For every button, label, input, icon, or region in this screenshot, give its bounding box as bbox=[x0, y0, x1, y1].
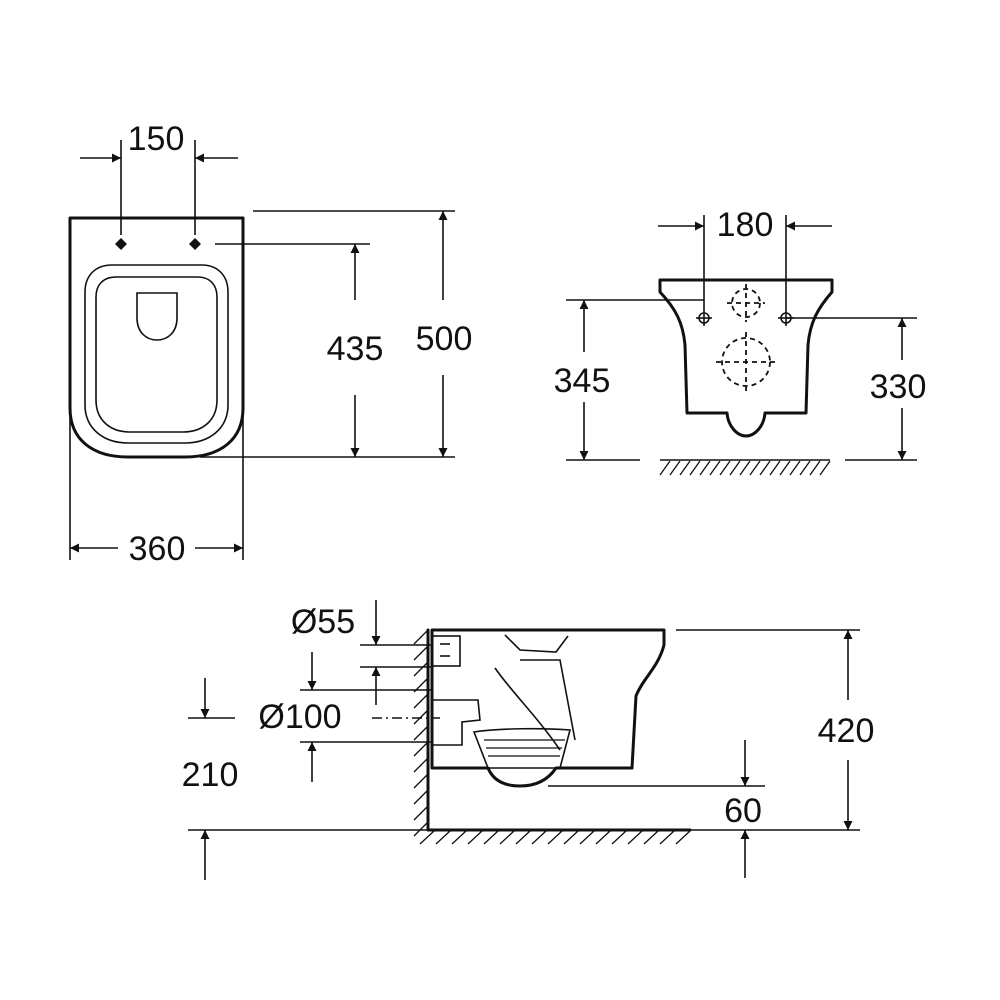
dim-height-330: 330 bbox=[870, 368, 927, 406]
dim-height-420: 420 bbox=[818, 712, 875, 750]
front-view-floor-hatch bbox=[659, 460, 831, 476]
front-view: 180 345 330 bbox=[554, 206, 927, 476]
top-view-drain bbox=[136, 292, 178, 341]
top-view: 150 435 500 360 bbox=[68, 120, 473, 568]
side-view-wall-hatch bbox=[413, 629, 429, 837]
front-view-bolt-left bbox=[696, 310, 712, 326]
side-view-inlet bbox=[431, 635, 461, 667]
side-view: Ø55 Ø100 210 420 60 bbox=[182, 600, 875, 880]
top-view-bolt-right bbox=[189, 238, 201, 250]
side-view-floor-hatch bbox=[419, 830, 691, 845]
top-view-seat bbox=[84, 264, 229, 444]
side-view-outline bbox=[430, 628, 666, 788]
dim-depth-500: 500 bbox=[416, 320, 473, 358]
top-view-bowl bbox=[95, 276, 218, 433]
top-view-outline bbox=[68, 216, 245, 459]
dim-bolt-spacing-150: 150 bbox=[128, 120, 185, 158]
dim-outlet-diameter: Ø100 bbox=[258, 698, 341, 736]
dim-depth-435: 435 bbox=[327, 330, 384, 368]
dim-clearance-60: 60 bbox=[724, 792, 762, 830]
side-view-water bbox=[472, 727, 572, 769]
dim-inlet-diameter: Ø55 bbox=[291, 603, 355, 641]
dim-bolt-spacing-180: 180 bbox=[717, 206, 774, 244]
front-view-outline bbox=[658, 278, 834, 438]
side-view-outlet bbox=[432, 699, 481, 746]
dim-outlet-axis-210: 210 bbox=[182, 756, 239, 794]
top-view-bolt-left bbox=[115, 238, 127, 250]
dim-height-345: 345 bbox=[554, 362, 611, 400]
dim-width-360: 360 bbox=[129, 530, 186, 568]
